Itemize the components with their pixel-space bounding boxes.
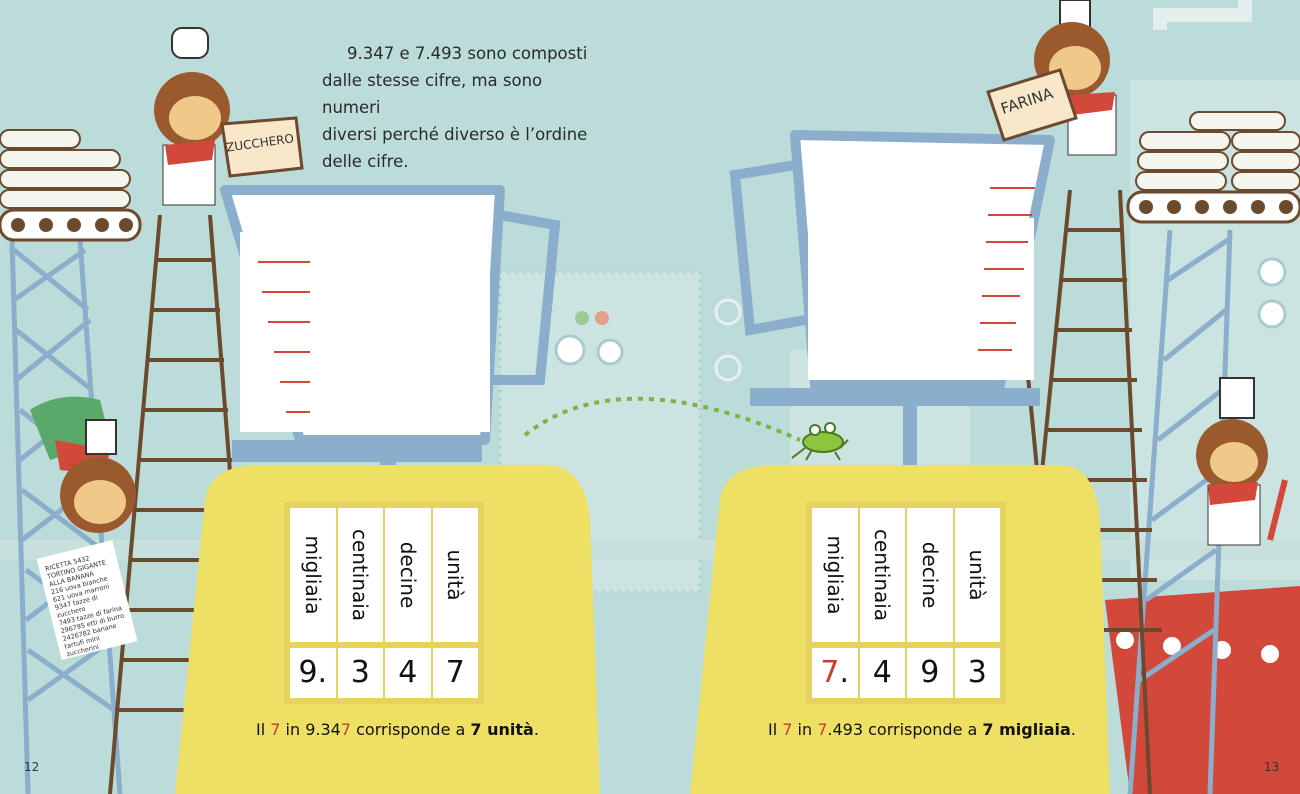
bold-value: 7 unità (470, 720, 534, 739)
digit-cell: 4 (859, 648, 905, 698)
header-cell: unità (954, 508, 1000, 642)
header-decine: decine (395, 541, 420, 609)
dial-icon (1257, 257, 1287, 287)
header-cell: decine (907, 508, 953, 642)
intro-line: 9.347 e 7.493 sono composti (347, 44, 588, 63)
header-centinaia: centinaia (348, 528, 373, 622)
digit-seven: 7 (820, 655, 840, 690)
digit-cell: 9 (907, 648, 953, 698)
text: corrisponde a (351, 720, 471, 739)
header-centinaia: centinaia (870, 528, 895, 622)
bold-value: 7 migliaia (982, 720, 1071, 739)
text: . (533, 720, 539, 739)
header-cell: centinaia (337, 508, 383, 642)
header-unita: unità (965, 549, 990, 601)
digit-dot: . (839, 655, 850, 690)
monkey-right-climbing (1196, 377, 1288, 546)
page-number-left: 12 (24, 760, 40, 774)
place-value-table-left: migliaia centinaia decine unità 9. 3 4 7 (284, 502, 484, 704)
text: .493 corrisponde a (827, 720, 983, 739)
text: in 9.34 (280, 720, 341, 739)
dial-icon (596, 338, 624, 366)
flour-sign (986, 68, 1078, 142)
header-cell: migliaia (290, 508, 336, 642)
intro-text: 9.347 e 7.493 sono composti dalle stesse… (322, 40, 592, 175)
dial-icon (554, 334, 586, 366)
intro-line: diversi perché diverso è l’ordine (322, 125, 588, 144)
intro-line: delle cifre. (322, 152, 409, 171)
header-cell: decine (385, 508, 431, 642)
sugar-sign (220, 116, 304, 178)
highlight-seven: 7 (782, 720, 793, 739)
explanation-right: Il 7 in 7.493 corrisponde a 7 migliaia. (768, 720, 1076, 739)
page-number-right: 13 (1264, 760, 1280, 774)
header-migliaia: migliaia (300, 535, 325, 615)
monkey-left-hanging (30, 396, 136, 533)
scaffold-right (1127, 229, 1233, 794)
text: in (792, 720, 818, 739)
explanation-left: Il 7 in 9.347 corrisponde a 7 unità. (256, 720, 539, 739)
measuring-jug-right (729, 130, 1055, 470)
text: . (1070, 720, 1076, 739)
digit-cell-highlight: 7 (432, 648, 478, 698)
frog-jump-path (523, 396, 801, 442)
header-migliaia: migliaia (822, 535, 847, 615)
header-cell: centinaia (859, 508, 905, 642)
highlight-seven: 7 (270, 720, 281, 739)
intro-line: dalle stesse cifre, ma sono numeri (322, 71, 543, 117)
digit-cell-highlight: 7. (812, 648, 858, 698)
header-unita: unità (443, 549, 468, 601)
dial-icon (1257, 299, 1287, 329)
header-cell: migliaia (812, 508, 858, 642)
text: Il (256, 720, 271, 739)
red-conveyor (1105, 586, 1300, 794)
text: Il (768, 720, 783, 739)
header-decine: decine (917, 541, 942, 609)
digit-cell: 4 (385, 648, 431, 698)
frog-icon (791, 422, 849, 461)
monkey-top-left (154, 27, 230, 206)
digit-cell: 3 (337, 648, 383, 698)
place-value-table-right: migliaia centinaia decine unità 7. 4 9 3 (806, 502, 1006, 704)
digit-cell: 3 (954, 648, 1000, 698)
digit-cell: 9. (290, 648, 336, 698)
highlight-seven: 7 (340, 720, 352, 739)
measuring-jug-left (220, 185, 561, 475)
header-cell: unità (432, 508, 478, 642)
highlight-seven: 7 (817, 720, 828, 739)
